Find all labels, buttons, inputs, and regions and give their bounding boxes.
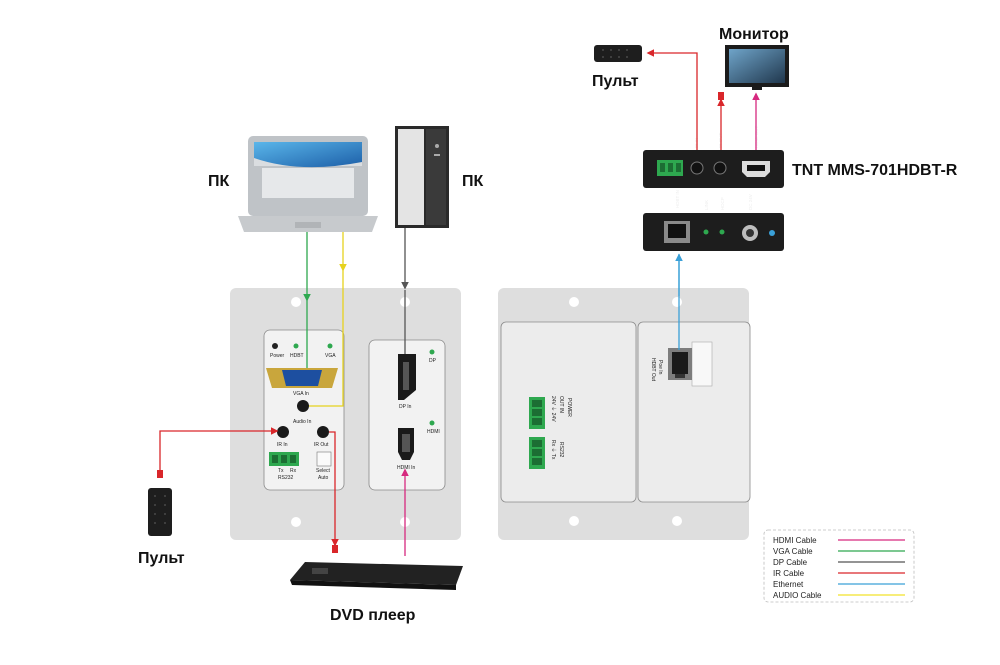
legend-row: IR Cable bbox=[773, 569, 905, 578]
receiver-ir-out-jack[interactable] bbox=[713, 161, 727, 175]
vga-in-label: VGA In bbox=[293, 391, 309, 397]
cables bbox=[159, 49, 760, 556]
power-terminal-label: 24V ⏚ 24V bbox=[550, 396, 557, 422]
laptop-label: ПК bbox=[208, 173, 230, 190]
ir-out-jack[interactable] bbox=[317, 426, 329, 438]
rs232-terminal-label: Rx ⏚ Tx bbox=[550, 440, 557, 460]
rx-label: Rx bbox=[290, 468, 297, 474]
legend-label: HDMI Cable bbox=[773, 536, 817, 545]
laptop-image bbox=[238, 136, 378, 232]
hdbt-label: HDBT bbox=[290, 353, 304, 359]
receiver-device: IR IN IR OUT HDMI OUT HDBT IN LINK HDCP … bbox=[643, 126, 958, 251]
legend-label: VGA Cable bbox=[773, 547, 813, 556]
receiver-hdmi-out-port[interactable] bbox=[742, 161, 770, 177]
receiver-hdcp-label: HDCP bbox=[720, 197, 725, 210]
audio-in-label: Audio In bbox=[293, 419, 312, 425]
dp-hdmi-module bbox=[368, 339, 446, 491]
hdbt-out-rj45-port[interactable] bbox=[668, 348, 692, 380]
rs232-terminal[interactable] bbox=[269, 452, 299, 466]
legend-row: VGA Cable bbox=[773, 547, 905, 556]
pc-tower-image bbox=[395, 126, 449, 228]
legend-label: DP Cable bbox=[773, 558, 808, 567]
select-label: Select bbox=[316, 468, 331, 474]
vga-label: VGA bbox=[325, 353, 336, 359]
power-out-in-label: OUT IN bbox=[558, 396, 564, 413]
ir-emitter-left bbox=[157, 470, 163, 478]
vga-port[interactable] bbox=[266, 368, 338, 388]
audio-in-jack[interactable] bbox=[297, 400, 309, 412]
tx-label: Tx bbox=[278, 468, 284, 474]
receiver-link-led bbox=[703, 229, 709, 235]
dvd-player-label: DVD плеер bbox=[330, 607, 416, 624]
legend-row: AUDIO Cable bbox=[773, 591, 905, 600]
receiver-dc24v-label: DC 24V bbox=[748, 194, 753, 210]
ir-emitter-dvd bbox=[332, 545, 338, 553]
receiver-ir-in-jack[interactable] bbox=[690, 161, 704, 175]
ir-out-label: IR Out bbox=[314, 442, 329, 448]
legend-row: HDMI Cable bbox=[773, 536, 905, 545]
dp-led bbox=[429, 349, 435, 355]
rs232-label: RS232 bbox=[278, 475, 294, 481]
legend-label: AUDIO Cable bbox=[773, 591, 822, 600]
receiver-status-led bbox=[769, 230, 775, 236]
power-word-label: POWER bbox=[566, 398, 572, 417]
vga-led bbox=[327, 343, 333, 349]
remote-left-image bbox=[148, 488, 172, 536]
auto-label: Auto bbox=[318, 475, 329, 481]
power-terminal[interactable] bbox=[529, 397, 545, 429]
receiver-dc24v-jack[interactable] bbox=[742, 225, 758, 241]
monitor-label: Монитор bbox=[719, 26, 789, 43]
remote-left-label: Пульт bbox=[138, 550, 185, 567]
legend-row: DP Cable bbox=[773, 558, 905, 567]
poe-in-label: Poe In bbox=[657, 360, 663, 375]
hdmi-label: HDMI bbox=[427, 429, 440, 435]
dp-label: DP bbox=[429, 358, 437, 364]
hdmi-in-port[interactable] bbox=[398, 428, 414, 460]
rs232-terminal-right[interactable] bbox=[529, 437, 545, 469]
receiver-hdbt-in-label: HDBT IN bbox=[675, 190, 680, 208]
hdbt-led bbox=[293, 343, 299, 349]
ir-in-label: IR In bbox=[277, 442, 288, 448]
audio-cable-lower bbox=[309, 270, 344, 407]
ir-out-cable bbox=[329, 431, 339, 547]
pc-tower-label: ПК bbox=[462, 173, 484, 190]
receiver-hdbt-in-port[interactable] bbox=[664, 221, 690, 243]
receiver-model-label: TNT MMS-701HDBT-R bbox=[792, 162, 958, 179]
rs232-word-label: RS232 bbox=[558, 442, 564, 458]
receiver-link-label: LINK bbox=[704, 200, 709, 210]
ir-emitter-monitor bbox=[718, 92, 724, 100]
hdbt-out-label: HDBT Out bbox=[650, 358, 656, 382]
ir-in-cable bbox=[159, 430, 200, 470]
power-wallplate: 24V ⏚ 24V OUT IN POWER Rx ⏚ Tx RS232 HDB… bbox=[498, 288, 751, 540]
power-led bbox=[272, 343, 278, 349]
legend-label: IR Cable bbox=[773, 569, 805, 578]
receiver-hdcp-led bbox=[719, 229, 725, 235]
legend-label: Ethernet bbox=[773, 580, 804, 589]
remote-top-label: Пульт bbox=[592, 73, 639, 90]
power-label: Power bbox=[270, 353, 285, 359]
select-button[interactable] bbox=[316, 451, 332, 467]
remote-top-image bbox=[594, 45, 642, 62]
legend-row: Ethernet bbox=[773, 580, 905, 589]
receiver-ir-in-cable bbox=[646, 49, 698, 150]
hdbt-module bbox=[637, 321, 751, 503]
ir-in-jack[interactable] bbox=[277, 426, 289, 438]
dvd-player-image bbox=[290, 562, 463, 590]
transmitter-wallplate: Power HDBT VGA VGA In Audio In IR In IR … bbox=[230, 288, 461, 540]
dp-in-label: DP In bbox=[399, 404, 412, 410]
receiver-ir-terminal[interactable] bbox=[657, 160, 683, 176]
hdmi-led bbox=[429, 420, 435, 426]
hdmi-in-label: HDMI In bbox=[397, 465, 416, 471]
receiver-top-panel bbox=[643, 150, 784, 188]
monitor-image bbox=[725, 45, 789, 90]
dp-port[interactable] bbox=[398, 354, 416, 400]
